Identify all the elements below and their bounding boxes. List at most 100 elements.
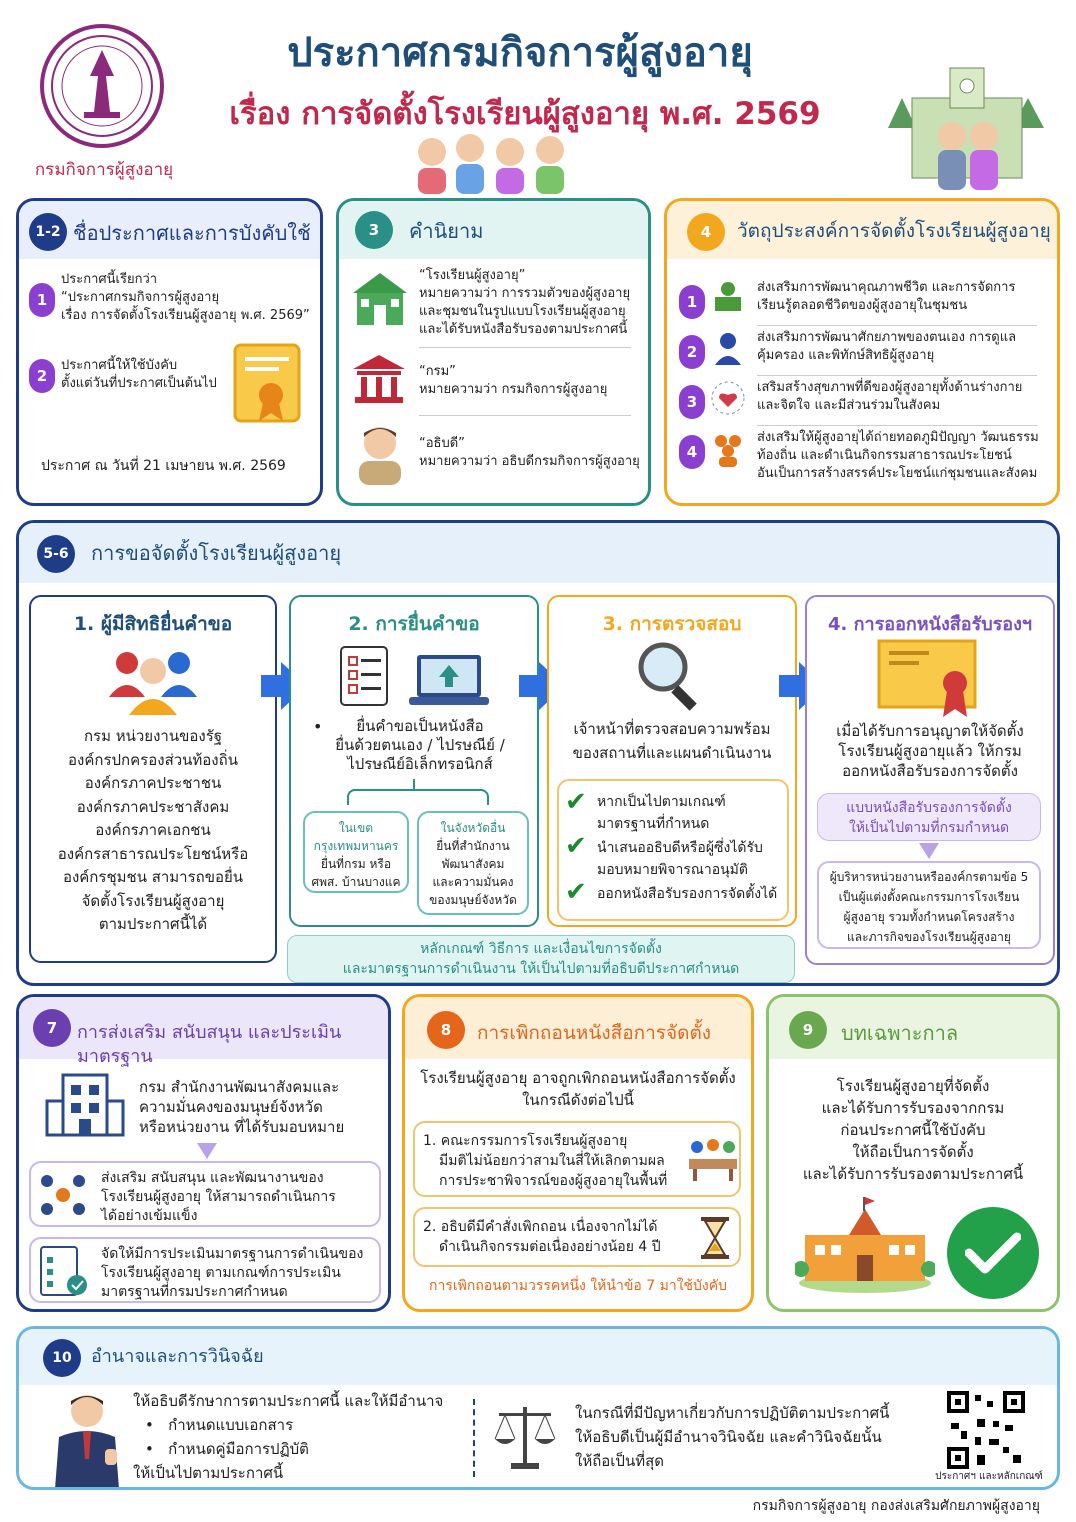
revocation-note: การเพิกถอนตามวรรคหนึ่ง ให้นำข้อ 7 มาใช้บ… bbox=[428, 1278, 728, 1294]
section-revocation: 8 การเพิกถอนหนังสือการจัดตั้ง โรงเรียนผู… bbox=[402, 994, 754, 1312]
objective-item: 3 เสริมสร้างสุขภาพที่ดีของผู้สูงอายุทั้ง… bbox=[667, 377, 1057, 421]
section-title: คำนิยาม bbox=[409, 219, 484, 243]
section-title: อำนาจและการวินิจฉัย bbox=[91, 1346, 264, 1367]
certificate-icon bbox=[875, 637, 985, 719]
section-establishment-request: 5-6 การขอจัดตั้งโรงเรียนผู้สูงอายุ 1. ผู… bbox=[16, 520, 1060, 986]
school-building-icon bbox=[793, 1195, 937, 1295]
community-icon bbox=[709, 431, 747, 469]
protection-icon bbox=[709, 329, 747, 367]
inspection-checklist: ✔ หากเป็นไปตามเกณฑ์มาตรฐานที่กำหนด ✔ นำเ… bbox=[557, 779, 789, 921]
health-icon bbox=[709, 379, 747, 417]
qr-code-icon[interactable] bbox=[947, 1391, 1025, 1469]
step-title: 1. ผู้มีสิทธิยื่นคำขอ bbox=[73, 613, 233, 635]
item-number: 1 bbox=[29, 283, 55, 317]
school-icon bbox=[351, 271, 409, 327]
objective-item: 1 ส่งเสริมการพัฒนาคุณภาพชีวิต และการจัดก… bbox=[667, 277, 1057, 321]
section-badge: 7 bbox=[33, 1009, 71, 1047]
section-transitional: 9 บทเฉพาะกาล โรงเรียนผู้สูงอายุที่จัดตั้… bbox=[766, 994, 1060, 1312]
org-seal bbox=[40, 24, 164, 148]
qr-caption: ประกาศฯ และหลักเกณฑ์ bbox=[935, 1471, 1043, 1482]
step-title: 3. การตรวจสอบ bbox=[602, 613, 742, 635]
evaluation-checklist-icon bbox=[37, 1243, 89, 1299]
inspection-text: เจ้าหน้าที่ตรวจสอบความพร้อมของสถานที่และ… bbox=[572, 720, 772, 762]
objective-item: 4 ส่งเสริมให้ผู้สูงอายุได้ถ่ายทอดภูมิปัญ… bbox=[667, 427, 1057, 487]
transitional-text: โรงเรียนผู้สูงอายุที่จัดตั้งและได้รับการ… bbox=[802, 1077, 1024, 1183]
section-badge: 8 bbox=[427, 1011, 465, 1049]
section-title: การเพิกถอนหนังสือการจัดตั้ง bbox=[477, 1022, 712, 1044]
section-title: การขอจัดตั้งโรงเรียนผู้สูงอายุ bbox=[91, 541, 342, 565]
issue-text: เมื่อได้รับการอนุญาตให้จัดตั้งโรงเรียนผู… bbox=[836, 722, 1024, 780]
arrow-right-icon bbox=[779, 675, 799, 697]
arrow-right-icon bbox=[519, 675, 539, 697]
arrow-right-icon bbox=[261, 675, 281, 697]
step-eligible-applicants: 1. ผู้มีสิทธิยื่นคำขอ กรม หน่วยงานของรัฐ… bbox=[29, 595, 277, 963]
building-icon bbox=[351, 353, 407, 405]
step-title: 2. การยื่นคำขอ bbox=[348, 613, 480, 635]
submit-bangkok: ในเขตกรุงเทพมหานครยื่นที่กรม หรือศพส. บ้… bbox=[303, 811, 409, 893]
scales-icon bbox=[491, 1401, 559, 1471]
section-title: บทเฉพาะกาล bbox=[841, 1021, 959, 1045]
checklist-icon bbox=[337, 641, 397, 707]
office-building-icon bbox=[43, 1071, 127, 1141]
announcement-date: ประกาศ ณ วันที่ 21 เมษายน พ.ศ. 2569 bbox=[41, 458, 286, 474]
authority-powers: ให้อธิบดีรักษาการตามประกาศนี้ และให้มีอำ… bbox=[133, 1392, 444, 1482]
upload-laptop-icon bbox=[407, 651, 491, 709]
section-title: วัตถุประสงค์การจัดตั้งโรงเรียนผู้สูงอายุ bbox=[737, 220, 1051, 242]
section-promotion-evaluation: 7 การส่งเสริม สนับสนุน และประเมินมาตรฐาน… bbox=[16, 994, 391, 1312]
teamwork-icon bbox=[37, 1169, 89, 1221]
definition-director: “อธิบดี”หมายความว่า อธิบดีกรมกิจการผู้สู… bbox=[419, 436, 640, 469]
revocation-case-2: 2. อธิบดีมีคำสั่งเพิกถอน เนื่องจากไม่ได้… bbox=[413, 1207, 741, 1267]
elderly-group-illustration bbox=[410, 130, 575, 194]
authority-ruling: ในกรณีที่มีปัญหาเกี่ยวกับการปฏิบัติตามปร… bbox=[575, 1404, 890, 1470]
footer-credit: กรมกิจการผู้สูงอายุ กองส่งเสริมศักยภาพผู… bbox=[752, 1498, 1040, 1514]
item-text: ประกาศนี้เรียกว่า“ประกาศกรมกิจการผู้สูงอ… bbox=[61, 272, 310, 323]
section-definitions: 3 คำนิยาม “โรงเรียนผู้สูงอายุ”หมายความว่… bbox=[336, 198, 651, 506]
director-icon bbox=[353, 423, 407, 485]
definition-department: “กรม”หมายความว่า กรมกิจการผู้สูงอายุ bbox=[419, 364, 608, 397]
item-number: 2 bbox=[29, 359, 55, 393]
section-badge: 5-6 bbox=[37, 535, 75, 573]
section-authority: 10 อำนาจและการวินิจฉัย ให้อธิบดีรักษาการ… bbox=[16, 1326, 1060, 1490]
committee-meeting-icon bbox=[687, 1137, 739, 1183]
definition-school: “โรงเรียนผู้สูงอายุ”หมายความว่า การรวมตั… bbox=[419, 268, 631, 337]
submit-province: ในจังหวัดอื่นยื่นที่สำนักงานพัฒนาสังคมแล… bbox=[417, 811, 529, 915]
promotion-box: ส่งเสริม สนับสนุน และพัฒนางานของโรงเรียน… bbox=[29, 1161, 381, 1227]
item-text: ประกาศนี้ให้ใช้บังคับตั้งแต่วันที่ประกาศ… bbox=[61, 358, 217, 391]
criteria-note: หลักเกณฑ์ วิธีการ และเงื่อนไขการจัดตั้งแ… bbox=[287, 935, 795, 983]
section-title: ชื่อประกาศและการบังคับใช้ bbox=[73, 221, 311, 245]
people-group-icon bbox=[107, 645, 199, 715]
arrow-down-icon bbox=[197, 1143, 217, 1159]
section-objectives: 4 วัตถุประสงค์การจัดตั้งโรงเรียนผู้สูงอา… bbox=[664, 198, 1060, 506]
checkmark-icon: ✔ bbox=[565, 877, 587, 907]
step-submit-request: 2. การยื่นคำขอ • ยื่นคำขอเป็นหนังสือยื่น… bbox=[289, 595, 539, 927]
approved-check-icon bbox=[947, 1207, 1039, 1299]
certificate-icon bbox=[231, 341, 307, 429]
revocation-case-1: 1. คณะกรรมการโรงเรียนผู้สูงอายุมีมติไม่น… bbox=[413, 1121, 741, 1197]
school-elderly-illustration bbox=[872, 58, 1052, 193]
section-name-enforcement: 1-2 ชื่อประกาศและการบังคับใช้ 1 ประกาศนี… bbox=[16, 198, 323, 506]
evaluation-box: จัดให้มีการประเมินมาตรฐานการดำเนินของโรง… bbox=[29, 1237, 381, 1303]
hourglass-icon bbox=[699, 1215, 731, 1261]
submit-bullet: • bbox=[313, 717, 323, 736]
magnifier-icon bbox=[635, 639, 707, 711]
divider bbox=[473, 1399, 475, 1477]
certificate-form-note: แบบหนังสือรับรองการจัดตั้งให้เป็นไปตามที… bbox=[817, 793, 1041, 841]
section-badge: 3 bbox=[355, 211, 393, 249]
checkmark-icon: ✔ bbox=[565, 831, 587, 861]
section-badge: 4 bbox=[687, 213, 725, 251]
learning-icon bbox=[709, 279, 747, 317]
responsible-agencies: กรม สำนักงานพัฒนาสังคมและความมั่นคงของมน… bbox=[139, 1078, 345, 1136]
page-subtitle: เรื่อง การจัดตั้งโรงเรียนผู้สูงอายุ พ.ศ.… bbox=[229, 96, 821, 132]
submit-methods: ยื่นคำขอเป็นหนังสือยื่นด้วยตนเอง / ไปรษณ… bbox=[335, 717, 505, 773]
step-title: 4. การออกหนังสือรับรองฯ bbox=[827, 614, 1033, 635]
section-badge: 1-2 bbox=[29, 213, 67, 251]
step-issue-certificate: 4. การออกหนังสือรับรองฯ เมื่อได้รับการอน… bbox=[805, 595, 1055, 965]
step-inspection: 3. การตรวจสอบ เจ้าหน้าที่ตรวจสอบความพร้อ… bbox=[547, 595, 797, 927]
revocation-intro: โรงเรียนผู้สูงอายุ อาจถูกเพิกถอนหนังสือก… bbox=[420, 1069, 736, 1109]
objective-item: 2 ส่งเสริมการพัฒนาศักยภาพของตนเอง การดูแ… bbox=[667, 327, 1057, 371]
applicant-list: กรม หน่วยงานของรัฐองค์กรปกครองส่วนท้องถิ… bbox=[57, 727, 249, 933]
section-badge: 9 bbox=[789, 1011, 827, 1049]
section-title: การส่งเสริม สนับสนุน และประเมินมาตรฐาน bbox=[77, 1022, 342, 1067]
checkmark-icon: ✔ bbox=[565, 787, 587, 817]
